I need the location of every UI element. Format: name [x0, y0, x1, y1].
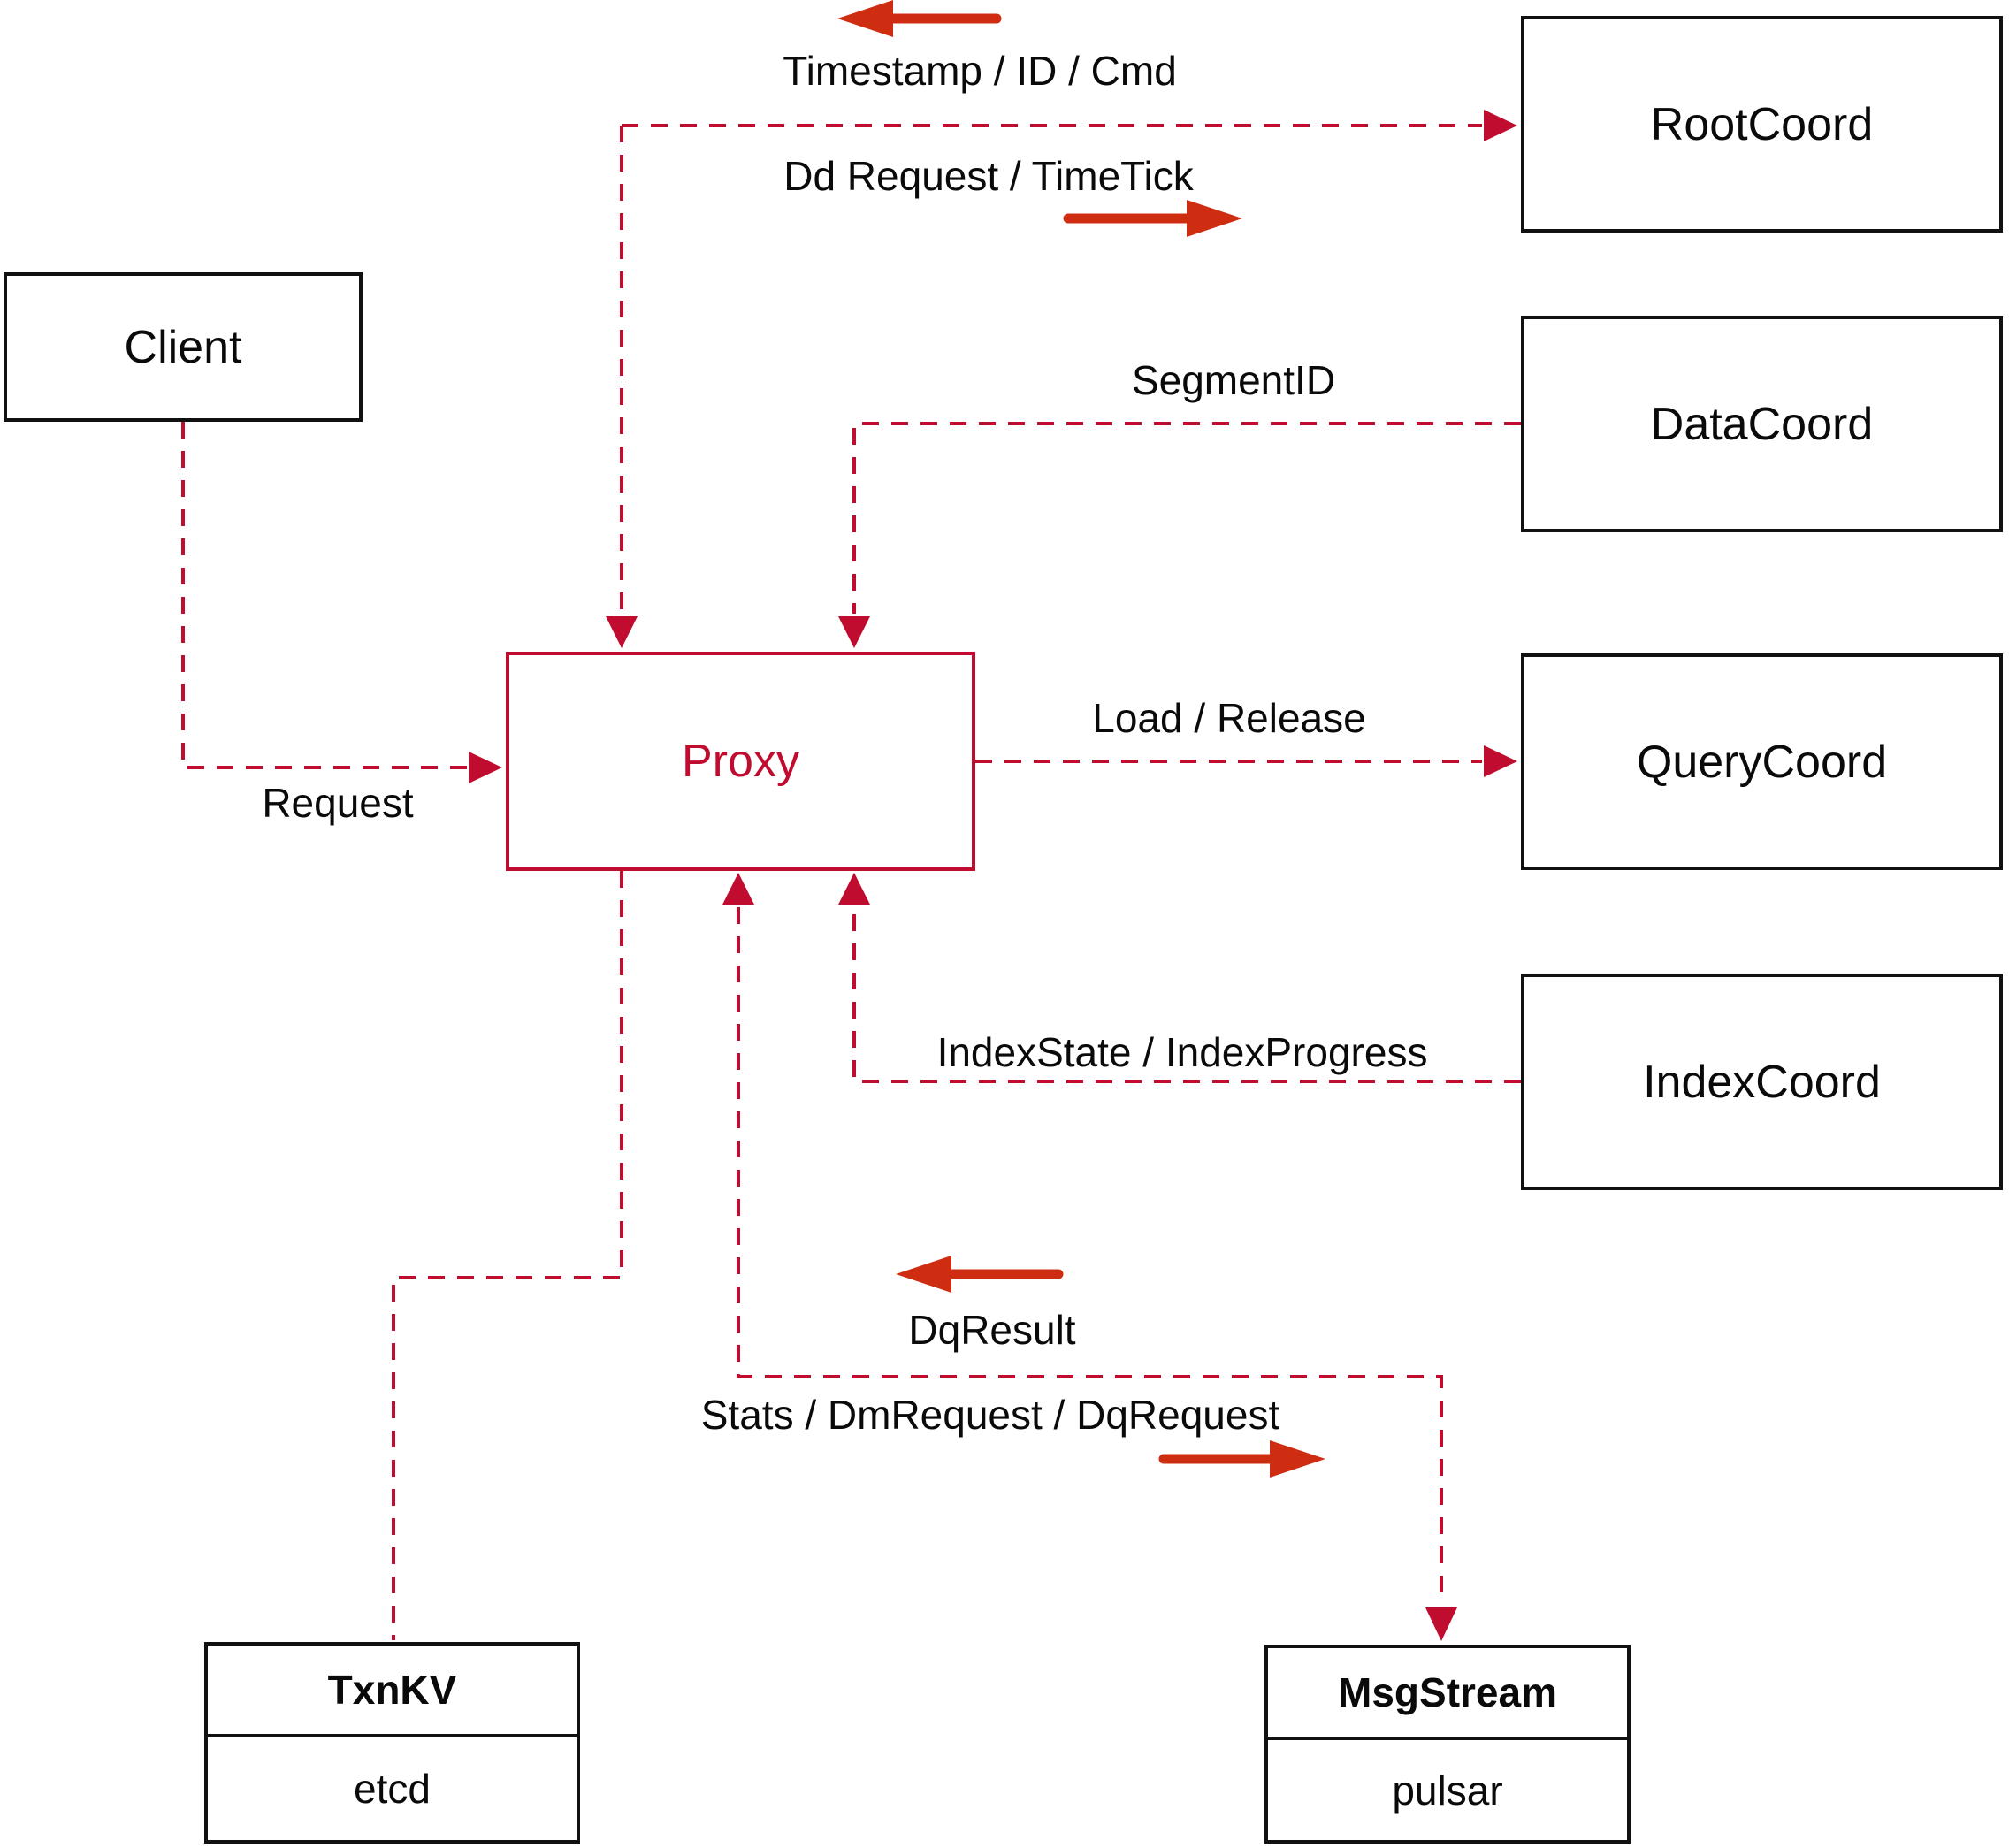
- dd-request-direction-arrow-icon: [1063, 200, 1242, 237]
- arrow-head-right: [1270, 1440, 1325, 1478]
- node-client-label: Client: [124, 321, 242, 373]
- node-txnkv-impl: etcd: [354, 1766, 431, 1812]
- node-txnkv: TxnKV etcd: [204, 1642, 580, 1844]
- node-proxy: Proxy: [506, 652, 975, 871]
- edge-proxy-rootcoord: [606, 110, 1517, 648]
- node-proxy-label: Proxy: [682, 736, 799, 787]
- node-rootcoord-label: RootCoord: [1650, 98, 1874, 150]
- node-indexcoord-label: IndexCoord: [1643, 1056, 1881, 1108]
- node-datacoord-label: DataCoord: [1650, 398, 1874, 450]
- stats-direction-arrow-icon: [1158, 1440, 1325, 1478]
- arrowhead-right-icon: [1484, 745, 1517, 777]
- arrowhead-down-icon: [838, 616, 870, 648]
- edge-line: [852, 422, 1521, 614]
- node-msgstream-impl: pulsar: [1392, 1767, 1503, 1814]
- arrowhead-down-icon: [606, 616, 638, 648]
- edge-proxy-querycoord: [975, 745, 1517, 777]
- dq-result-direction-arrow-icon: [896, 1256, 1064, 1293]
- node-msgstream: MsgStream pulsar: [1264, 1645, 1631, 1844]
- node-rootcoord: RootCoord: [1521, 16, 2003, 233]
- edge-line: [392, 871, 623, 1640]
- edge-label-load-release: Load / Release: [1092, 695, 1366, 741]
- arrowhead-down-icon: [1425, 1607, 1457, 1641]
- node-querycoord: QueryCoord: [1521, 653, 2003, 870]
- edge-datacoord-proxy: [838, 422, 1521, 648]
- arrowhead-right-icon: [1484, 110, 1517, 141]
- node-querycoord-label: QueryCoord: [1636, 736, 1888, 788]
- node-msgstream-title: MsgStream: [1268, 1648, 1627, 1740]
- node-indexcoord: IndexCoord: [1521, 974, 2003, 1190]
- edge-proxy-msgstream: [722, 873, 1457, 1641]
- edge-label-request: Request: [262, 780, 414, 826]
- edge-label-timestamp-id-cmd: Timestamp / ID / Cmd: [783, 48, 1177, 94]
- edge-label-stats-dm-dq-request: Stats / DmRequest / DqRequest: [700, 1392, 1280, 1438]
- arrowhead-up-icon: [838, 873, 870, 905]
- timestamp-direction-arrow-icon: [837, 0, 1002, 37]
- edge-label-index-state-progress: IndexState / IndexProgress: [936, 1029, 1428, 1075]
- arrow-head-left: [896, 1256, 951, 1293]
- node-datacoord: DataCoord: [1521, 316, 2003, 532]
- edge-line: [737, 907, 1443, 1604]
- edge-label-dq-result: DqResult: [908, 1307, 1076, 1353]
- arrow-head-right: [1187, 200, 1242, 237]
- node-client: Client: [4, 272, 363, 422]
- arrowhead-right-icon: [469, 752, 502, 783]
- node-txnkv-title: TxnKV: [208, 1646, 577, 1737]
- edge-proxy-txnkv: [392, 871, 623, 1640]
- edge-client-proxy: [181, 422, 502, 783]
- edge-indexcoord-proxy: [838, 873, 1521, 1083]
- edge-label-segment-id: SegmentID: [1131, 357, 1336, 403]
- edge-line: [181, 422, 467, 769]
- arrow-head-left: [837, 0, 893, 37]
- edge-label-dd-request-timetick: Dd Request / TimeTick: [783, 153, 1194, 199]
- arrowhead-up-icon: [722, 873, 754, 905]
